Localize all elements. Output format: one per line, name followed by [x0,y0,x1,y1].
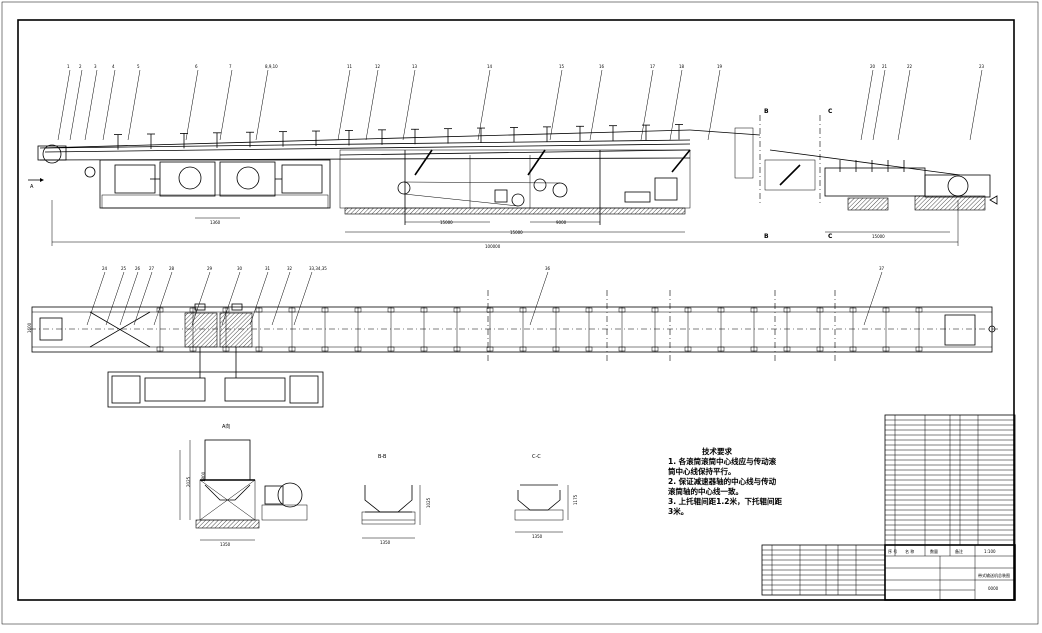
dim-top-3: 9000 [556,220,567,225]
technical-requirements: 技术要求 1. 各滚筒滚筒中心线应与传动滚 筒中心线保持平行。 2. 保证减速器… [668,446,782,516]
section-a-h2: 2025 [186,476,191,487]
section-c-bottom: C [828,233,833,240]
section-c-top: C [828,108,833,115]
head-pulley [42,144,62,164]
balloon-top: 6 [195,64,198,69]
dim-top-2: 15000 [440,220,453,225]
section-a-h1: 1800 [201,471,206,482]
balloon-top: 19 [717,64,723,69]
tech-req-line-3: 2. 保证减速器轴的中心线与传动 [668,476,777,486]
balloon-plan: 32 [287,266,293,271]
balloon-top: 11 [347,64,353,69]
section-c-view: C-C 1175 1350 [514,454,578,539]
drive-drum-2 [219,312,253,348]
balloon-top: 16 [599,64,605,69]
plan-width-dim: 1600 [27,322,32,333]
drive-drum-1 [184,312,218,348]
balloon-top: 22 [907,64,913,69]
balloon-plan: 26 [135,266,141,271]
drive-assembly-plan [107,371,324,408]
plan-idler-rungs [156,307,923,352]
tb-header-qty: 数量 [930,548,938,554]
bend-pulley [397,181,411,195]
part-balloons-plan: 24 25 26 27 28 29 30 31 32 33,34,35 36 37 [86,266,885,326]
section-b-h: 1025 [426,497,431,508]
balloon-top: 4 [112,64,115,69]
tb-header-remark: 备注 [955,548,963,554]
take-up-pulley [552,182,568,198]
balloon-top: 17 [650,64,656,69]
balloon-top: 5 [137,64,140,69]
section-b-width: 1350 [380,540,391,545]
tb-header-no: 序 号 [888,548,897,554]
balloon-top: 12 [375,64,381,69]
balloon-top: 15 [559,64,565,69]
balloon-plan: 28 [169,266,175,271]
balloon-plan: 25 [121,266,127,271]
section-a-view: A向 2025 1800 1350 [179,423,308,547]
parts-list [761,414,1016,596]
view-a-label: A [30,184,34,190]
balloon-top: 14 [487,64,493,69]
upper-idler-sets [114,124,905,172]
side-elevation-view: A B B C C 100000 1360 15000 9000 15000 1… [28,64,998,249]
tech-req-line-2: 筒中心线保持平行。 [668,466,736,476]
inner-border [17,19,1015,601]
balloon-plan: 30 [237,266,243,271]
section-c-width: 1350 [532,534,543,539]
plan-frame [31,306,993,353]
balloon-top: 18 [679,64,685,69]
section-b-view: B-B 1025 1350 [361,454,431,545]
balloon-top: 13 [412,64,418,69]
tail-pulley [947,175,969,197]
tech-req-line-4: 滚筒轴的中心线一致。 [668,486,743,496]
section-c-title: C-C [532,454,541,460]
balloon-top: 20 [870,64,876,69]
tech-req-line-1: 1. 各滚筒滚筒中心线应与传动滚 [668,456,777,466]
tb-drawing-no: 0000 [988,586,999,591]
section-b-title: B-B [378,454,387,460]
balloon-plan: 29 [207,266,213,271]
balloon-top: 1 [67,64,70,69]
balloon-top: 23 [979,64,985,69]
section-a-title: A向 [222,423,230,430]
tb-scale: 1:100 [984,549,996,554]
balloon-plan: 27 [149,266,155,271]
tb-drawing-title: 带式输送机总装图 [978,572,1010,578]
dim-top-1: 1360 [210,220,221,225]
balloon-plan: 37 [879,266,885,271]
balloon-top: 3 [94,64,97,69]
plan-view: 1600 24 25 26 27 28 29 30 31 32 33,34,35 36 37 [27,266,1000,408]
balloon-top: 7 [229,64,232,69]
section-b-bottom: B [764,233,769,240]
motor-2 [281,164,323,194]
section-a-motor [277,482,303,508]
balloon-plan: 24 [102,266,108,271]
section-b-top: B [764,108,769,115]
balloon-top: 21 [882,64,888,69]
tech-req-line-5: 3. 上托辊间距1.2米，下托辊间距 [668,496,782,506]
section-a-width: 1350 [220,542,231,547]
counterweight [624,191,651,203]
tb-header-name: 名 称 [905,548,914,554]
balloon-plan: 31 [265,266,271,271]
balloon-top: 2 [79,64,82,69]
tech-req-line-6: 3米。 [668,506,688,516]
tech-req-title: 技术要求 [702,446,732,456]
dim-top-4: 15000 [510,230,523,235]
balloon-top: 8,9,10 [265,64,278,69]
tail-frame [824,167,926,197]
motor-1 [114,164,156,194]
balloon-plan: 33,34,35 [309,266,327,271]
section-c-h: 1175 [573,494,578,505]
dim-tail: 15000 [872,234,885,239]
title-block: 序 号 名 称 数量 备注 1:100 带式输送机总装图 0000 [884,544,1016,601]
overall-length-value: 100000 [485,244,501,249]
balloon-plan: 36 [545,266,551,271]
